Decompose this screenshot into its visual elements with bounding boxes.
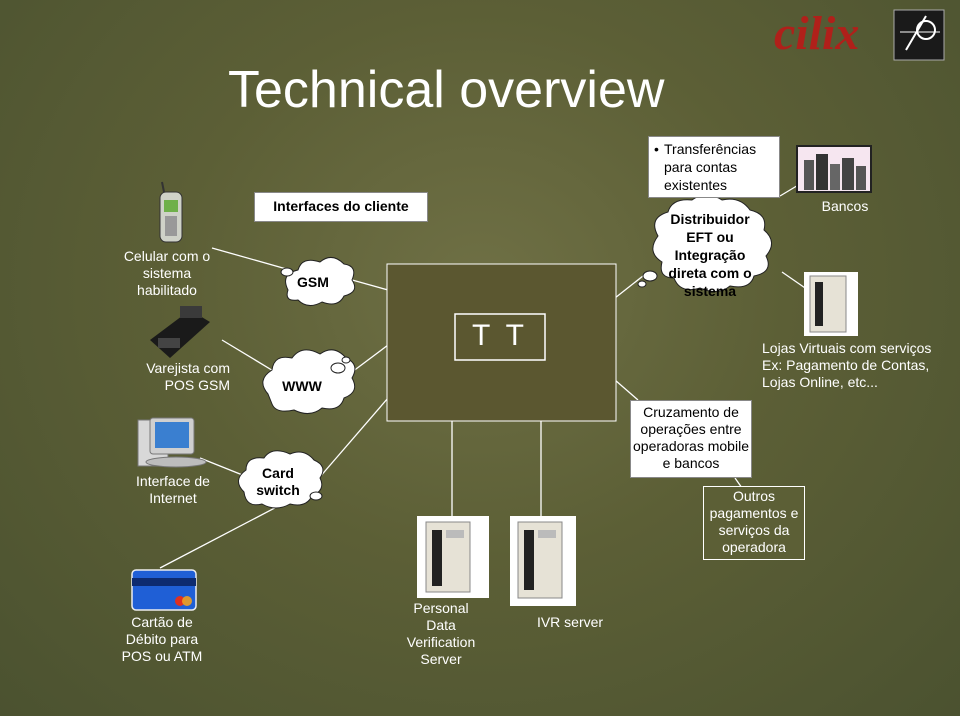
server-icon-ivr [510,516,576,606]
cardswitch-cloud-icon [238,450,324,509]
internet-label: Interface de Internet [136,473,210,506]
cruzamento-label: Cruzamento de operações entre operadoras… [633,404,749,471]
www-label: WWW [282,378,322,394]
line-pos-www [221,339,276,373]
interfaces-header [254,192,428,222]
interfaces-header-label: Interfaces do cliente [273,198,409,214]
transfer-box [648,136,780,198]
page-title: Technical overview [228,61,665,119]
eft-cloud-icon [637,194,772,292]
transfer-bullet: • Transferências para contas existentes [654,140,784,194]
line-www-center [351,344,389,373]
card-switch-label: Card switch [256,465,300,498]
mobile-label: Celular com o sistema habilitado [123,248,211,298]
line-mobile-gsm [211,247,291,271]
cilix-logo: cilix [774,7,860,60]
bank-buildings-icon [796,145,872,193]
server-icon-pdv [417,516,489,598]
bullet-dot: • [654,141,659,157]
www-cloud-icon [262,349,356,414]
tt-logo-text: T T [472,319,528,352]
bancos-label: Bancos [821,198,869,214]
line-card-cardswitch [159,499,291,569]
desktop-computer-icon [137,417,207,468]
transfer-bullet-text: Transferências para contas existentes [664,141,757,193]
outros-box [703,486,805,560]
line-center-cruzamento [614,379,639,401]
card-label: Cartão de Débito para POS ou ATM [121,614,203,664]
ivr-server-label: IVR server [536,614,604,630]
line-center-eft [614,271,649,299]
gsm-label: GSM [297,274,329,290]
tt-logo-box [454,313,546,361]
pos-label: Varejista com POS GSM [146,360,230,393]
pos-terminal-icon [150,306,210,358]
eft-cloud-label: Distribuidor EFT ou Integração direta co… [668,211,752,299]
lojas-label: Lojas Virtuais com serviços Ex: Pagament… [762,340,932,390]
credit-card-icon [131,569,197,611]
server-icon-lojas [804,272,858,336]
gsm-cloud-icon [280,257,356,306]
cilix-emblem-icon [893,9,945,61]
pdv-server-label: Personal Data Verification Server [406,600,476,667]
line-eft-lojas [781,271,809,291]
cruzamento-box [630,400,752,478]
mobile-phone-icon [159,181,183,243]
outros-label: Outros pagamentos e serviços da operador… [709,488,799,555]
line-internet-cardswitch [199,457,246,477]
